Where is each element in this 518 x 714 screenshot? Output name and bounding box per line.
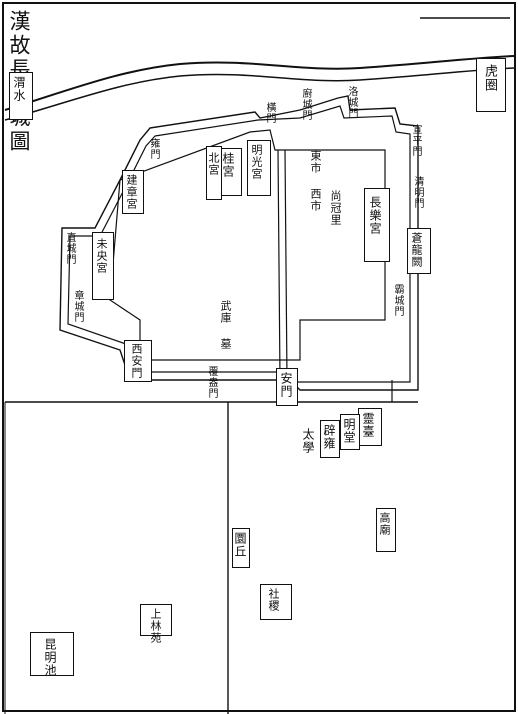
heng-gate-label: 橫門 (264, 102, 275, 124)
weiyang-palace-label: 未央宮 (95, 238, 108, 274)
xi-an-gate-label: 西安門 (130, 343, 143, 379)
ba-cheng-gate-label: 霸城門 (392, 284, 403, 317)
kunming-pond-box (30, 632, 74, 676)
gao-miao-box (376, 508, 396, 552)
yuan-qiu-box (232, 528, 250, 568)
tiger-circle-box (476, 58, 506, 112)
qing-ming-gate-label: 清明門 (412, 176, 423, 209)
gui-palace-box (218, 148, 242, 196)
ming-tang-label: 明堂 (342, 418, 356, 444)
ming-tang-box (340, 414, 360, 450)
luo-cheng-gate-label: 洛城門 (346, 86, 357, 119)
fu-ang-gate-label: 覆盎門 (206, 366, 217, 399)
mingguang-palace-label: 明光宮 (250, 144, 263, 180)
kunming-pond-label: 昆明池 (43, 638, 57, 677)
mingguang-palace-box (247, 140, 271, 196)
canglong-label: 蒼龍闕 (410, 232, 423, 268)
xi-an-gate-box (124, 340, 152, 382)
changle-palace-label: 長樂宮 (368, 196, 382, 235)
river-wei-label: 渭水 (12, 76, 26, 102)
yong-gate-label: 雍門 (148, 138, 159, 160)
canglong-box (407, 228, 431, 274)
main-road (277, 149, 281, 381)
bei-palace-box (206, 146, 222, 200)
she-ji-box (260, 584, 292, 620)
she-ji-label: 社稷 (267, 588, 280, 612)
yuan-qiu-label: 圜丘 (233, 532, 247, 558)
river-label-box (9, 72, 33, 120)
river-bank-south (4, 67, 515, 121)
bi-yong-label: 辟雍 (322, 424, 336, 450)
jianzhang-palace-box (122, 170, 144, 214)
suburb-frame (5, 401, 418, 714)
tiger-circle-label: 虎圈 (482, 64, 497, 92)
an-gate-box (276, 368, 298, 406)
lane-note: 尚冠里 (329, 190, 342, 226)
tomb-note: 武庫 墓 (219, 300, 232, 350)
weiyang-palace-box (92, 232, 114, 300)
shanglin-park-box (140, 604, 172, 636)
tai-xue-label: 太學 (301, 428, 315, 454)
river-bank-north (4, 55, 515, 111)
an-gate-label: 安門 (279, 372, 293, 398)
chu-cheng-gate-label: 廚城門 (300, 88, 311, 121)
zhang-cheng-gate-label: 章城門 (72, 290, 83, 323)
ling-tai-label: 靈臺 (361, 412, 375, 438)
market-note: 東市 西市 (309, 150, 322, 212)
bei-palace-label: 北宮 (207, 152, 220, 176)
gui-palace-label: 桂宮 (221, 152, 235, 178)
palace-wall (109, 129, 386, 361)
main-road-2 (284, 149, 288, 381)
changle-palace-box (364, 188, 390, 262)
shanglin-park-label: 上林苑 (149, 608, 162, 644)
gao-miao-label: 高廟 (378, 512, 391, 536)
zhi-cheng-gate-label: 直城門 (64, 232, 75, 265)
city-wall (59, 95, 419, 391)
bi-yong-box (320, 420, 340, 458)
xuan-ping-gate-label: 宣平門 (410, 124, 421, 157)
jianzhang-palace-label: 建章宮 (125, 174, 138, 210)
